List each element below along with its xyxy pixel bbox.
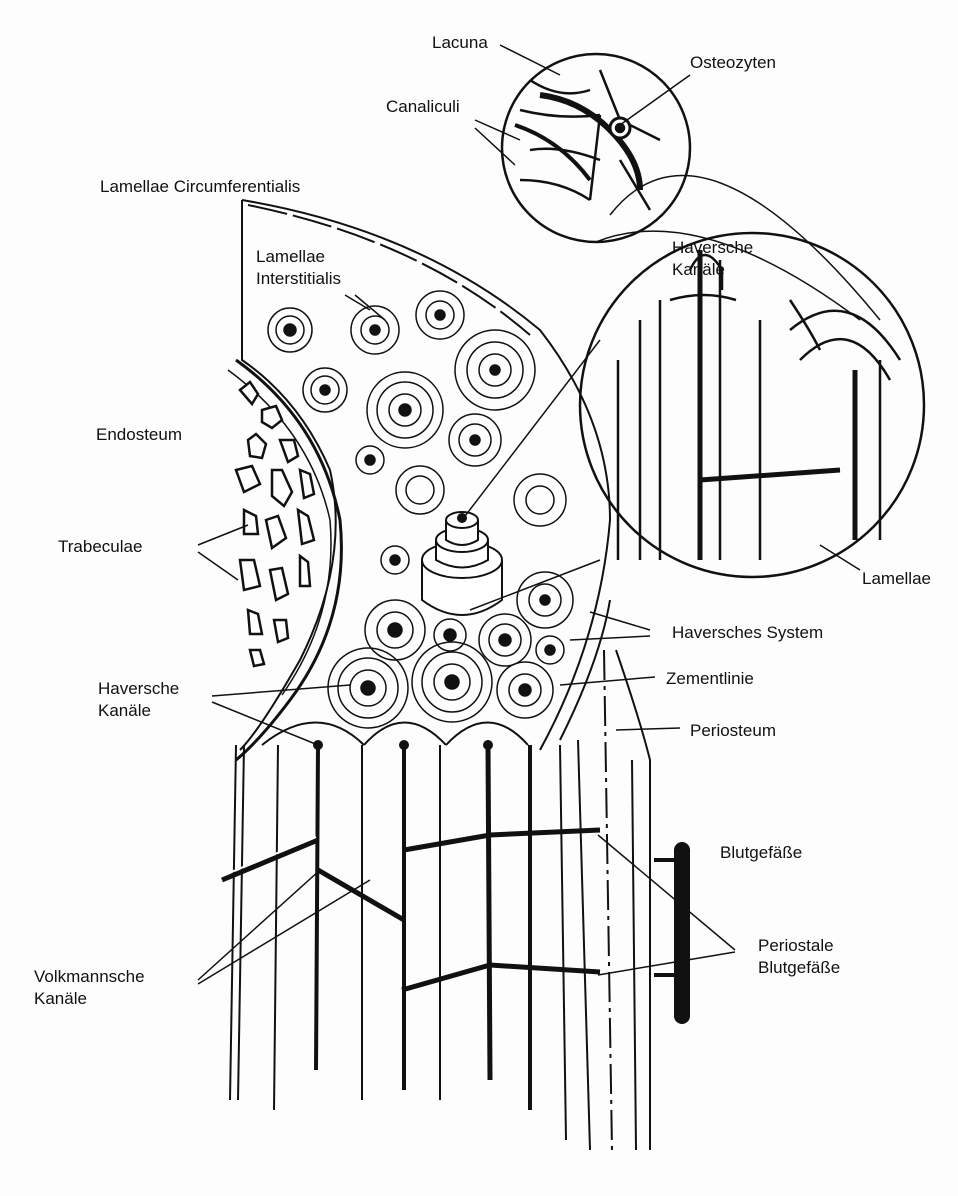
label-line: Haversche xyxy=(98,678,179,700)
osteon xyxy=(455,330,535,410)
osteon xyxy=(434,619,466,651)
osteon xyxy=(449,414,501,466)
osteon xyxy=(328,648,408,728)
osteon xyxy=(367,372,443,448)
label-line: Kanäle xyxy=(672,259,753,281)
osteon xyxy=(514,474,566,526)
label-line: Kanäle xyxy=(34,988,145,1010)
label-line: Lamellae xyxy=(256,246,341,268)
volkmann-canals xyxy=(222,830,600,990)
osteon xyxy=(396,466,444,514)
label-line: Kanäle xyxy=(98,700,179,722)
osteon xyxy=(365,600,425,660)
label-line: Volkmannsche xyxy=(34,966,145,988)
label-volkmannsche-kanaele: Volkmannsche Kanäle xyxy=(34,966,145,1010)
label-line: Blutgefäße xyxy=(758,957,840,979)
label-lamellae: Lamellae xyxy=(862,568,931,590)
label-endosteum: Endosteum xyxy=(96,424,182,446)
lacuna-magnification xyxy=(502,54,690,242)
osteon xyxy=(416,291,464,339)
osteon xyxy=(381,546,409,574)
label-trabeculae: Trabeculae xyxy=(58,536,142,558)
blood-vessel xyxy=(674,842,690,1024)
label-blutgefaesse: Blutgefäße xyxy=(720,842,802,864)
osteon xyxy=(303,368,347,412)
label-lamellae-interstitialis: Lamellae Interstitialis xyxy=(256,246,341,290)
label-line: Periostale xyxy=(758,935,840,957)
haversian-magnification xyxy=(580,233,924,577)
osteon xyxy=(412,642,492,722)
osteon-cylinder xyxy=(422,512,502,615)
label-canaliculi: Canaliculi xyxy=(386,96,460,118)
label-osteozyten: Osteozyten xyxy=(690,52,776,74)
label-haversches-system: Haversches System xyxy=(672,622,823,644)
label-haversche-kanaele-top: Haversche Kanäle xyxy=(672,237,753,281)
osteon xyxy=(351,306,399,354)
label-periostale-blutgefaesse: Periostale Blutgefäße xyxy=(758,935,840,979)
osteon xyxy=(479,614,531,666)
label-periosteum: Periosteum xyxy=(690,720,776,742)
osteon xyxy=(536,636,564,664)
label-lamellae-circumferentialis: Lamellae Circumferentialis xyxy=(100,176,300,198)
osteon xyxy=(356,446,384,474)
label-lacuna: Lacuna xyxy=(432,32,488,54)
label-zementlinie: Zementlinie xyxy=(666,668,754,690)
label-line: Interstitialis xyxy=(256,268,341,290)
label-line: Haversche xyxy=(672,237,753,259)
label-haversche-kanaele-left: Haversche Kanäle xyxy=(98,678,179,722)
osteon xyxy=(497,662,553,718)
trabeculae-group xyxy=(236,382,314,666)
osteon xyxy=(268,308,312,352)
